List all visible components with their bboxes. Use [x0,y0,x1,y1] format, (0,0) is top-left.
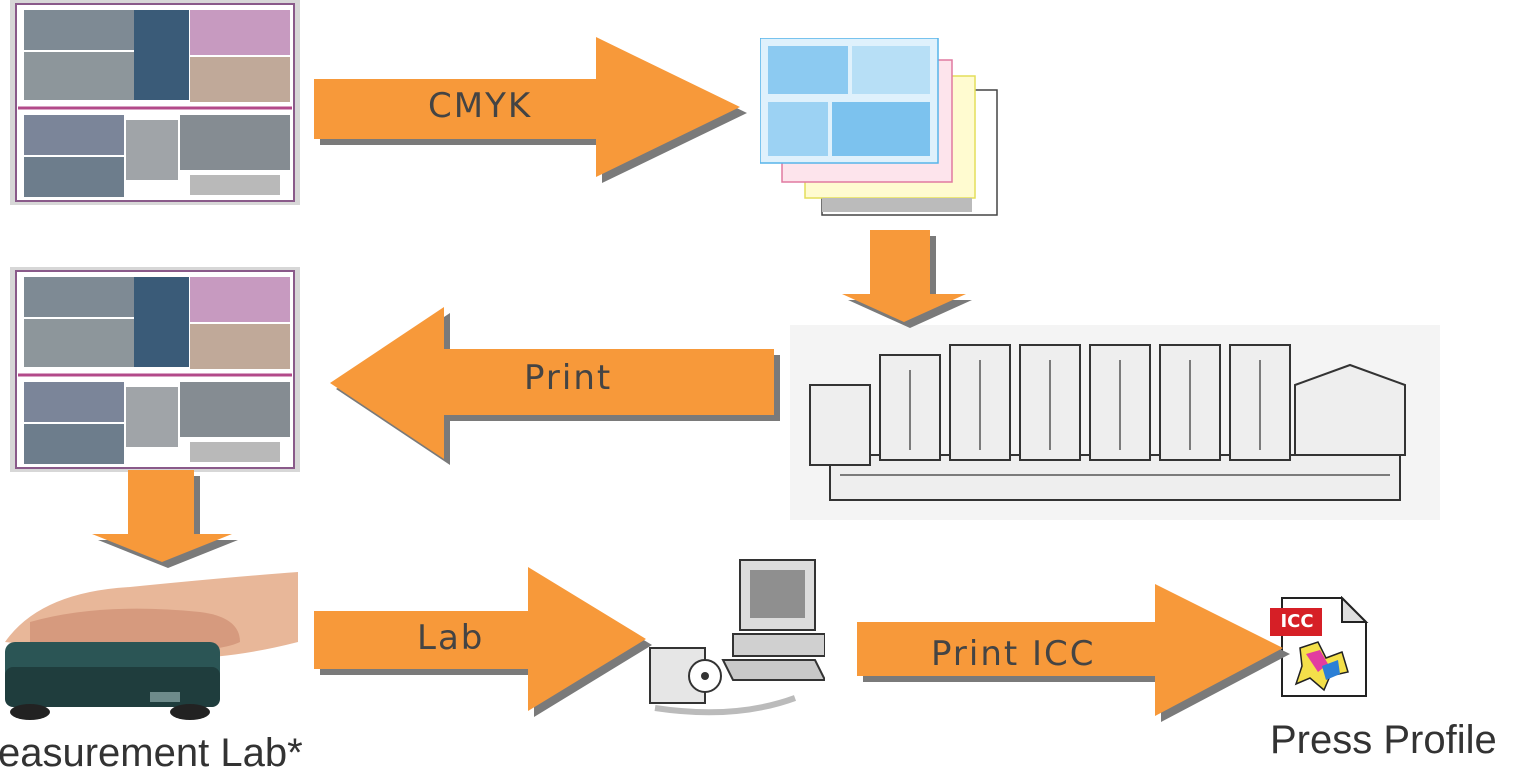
icc-file-icon: ICC [1270,596,1370,698]
printing-press-image [790,325,1440,520]
press-profile-caption: Press Profile [1270,718,1497,762]
measurement-caption: easurement Lab* [0,731,303,775]
cmyk-arrow [312,35,752,185]
icc-badge-text: ICC [1280,611,1314,632]
down-arrow-to-press [840,230,975,330]
test-chart-image-middle [10,267,300,472]
down-arrow-to-device [90,470,240,570]
computer-cd-image [645,548,825,723]
print-icc-arrow-label: Print ICC [931,634,1096,674]
cmyk-arrow-label: CMYK [428,86,533,126]
cmyk-separations-image [760,38,1000,218]
print-arrow [328,305,783,470]
lab-arrow [312,565,657,720]
test-chart-image-top [10,0,300,205]
spectrophotometer-hand-image [0,572,300,722]
print-icc-arrow [855,582,1295,727]
print-arrow-label: Print [524,358,613,398]
lab-arrow-label: Lab [417,618,485,658]
